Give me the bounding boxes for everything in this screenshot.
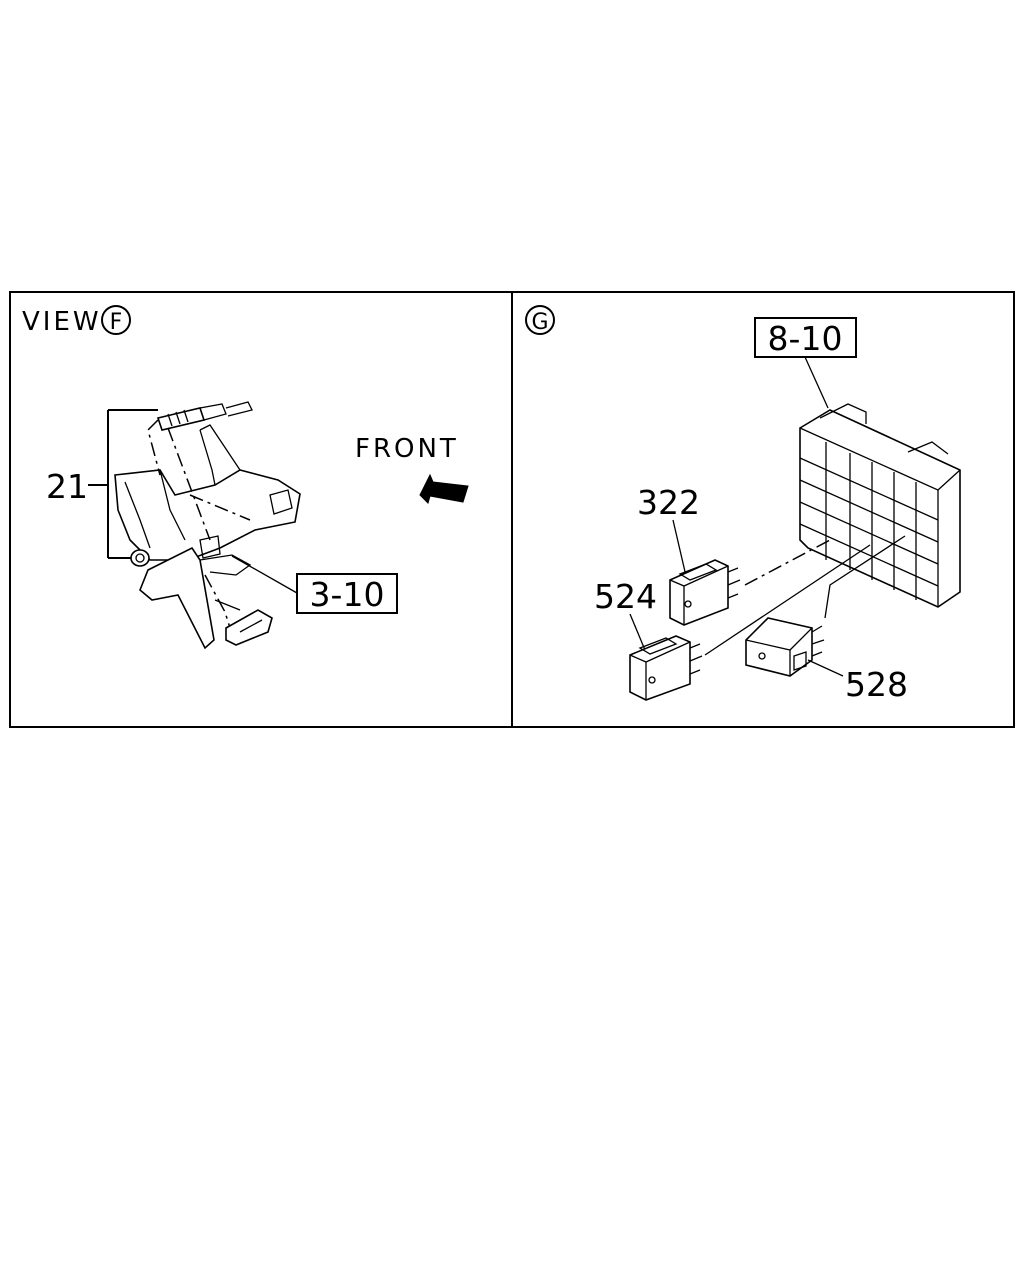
relay-528: [745, 617, 825, 677]
front-arrow-icon: [419, 473, 469, 504]
callout-322-leader: [672, 519, 687, 577]
relay-block: [799, 403, 961, 608]
callout-8-10: 8-10: [768, 319, 843, 358]
section-letter-circle: [525, 305, 555, 335]
right-panel: G 8-10 322 524: [525, 305, 961, 704]
callout-3-10-box: [296, 573, 398, 614]
relay-524-leader: [704, 544, 871, 656]
front-label: FRONT: [355, 434, 459, 464]
callout-528-leader: [807, 659, 844, 677]
callout-524-leader: [629, 613, 646, 651]
callout-524: 524: [594, 577, 657, 616]
callout-8-10-leader: [804, 356, 829, 409]
view-label: VIEW: [22, 307, 102, 337]
callout-3-10-leader: [231, 555, 298, 594]
relay-322: [669, 559, 741, 626]
view-letter-circle: [101, 305, 131, 335]
relay-528-leader: [824, 535, 906, 619]
callout-21: 21: [46, 467, 88, 506]
callout-528: 528: [845, 665, 908, 704]
left-panel: VIEW F FRONT 21: [22, 305, 469, 650]
callout-3-10: 3-10: [310, 575, 385, 614]
relay-524: [629, 635, 703, 701]
view-letter: F: [110, 310, 123, 335]
callout-21-bracket: [88, 409, 158, 559]
pedal-bracket-assembly: [114, 401, 301, 650]
relay-322-leader: [744, 539, 831, 586]
section-letter: G: [531, 310, 548, 335]
callout-322: 322: [637, 483, 700, 522]
